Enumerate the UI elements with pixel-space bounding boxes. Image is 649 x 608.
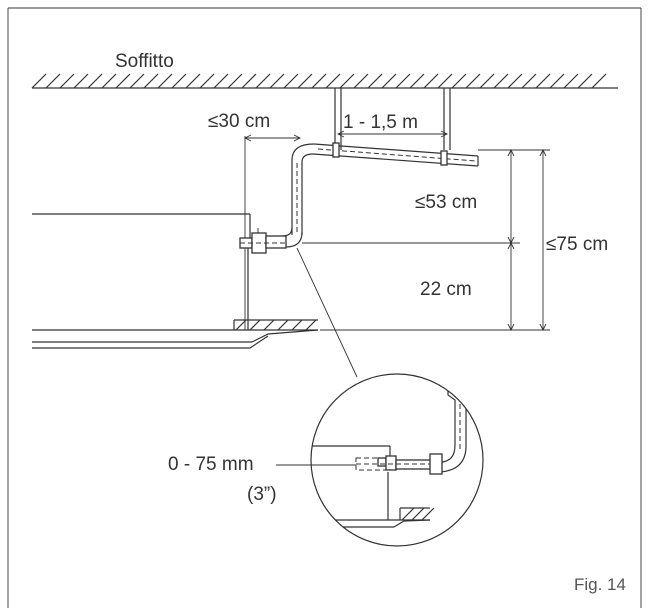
ceiling-hatch-mark [353, 73, 369, 89]
ceiling-hatch-mark [45, 73, 61, 89]
ceiling-hatch-mark [423, 73, 439, 89]
ceiling-hatch-mark [227, 73, 243, 89]
detail-leader [296, 247, 358, 378]
max-rise-label: ≤53 cm [415, 192, 477, 213]
panel-hatch-mark [249, 319, 261, 331]
panel-hatch-mark [235, 319, 247, 331]
ceiling-hatch-mark [493, 73, 509, 89]
max-total-height-label: ≤75 cm [546, 234, 608, 255]
detail-hatch-mark [401, 507, 415, 521]
ceiling-hatch-mark [437, 73, 453, 89]
ceiling-hatch-mark [255, 73, 271, 89]
ceiling-hatch-mark [157, 73, 173, 89]
ceiling-label: Soffitto [115, 51, 174, 72]
ceiling-hatch-mark [409, 73, 425, 89]
ceiling-hatch-mark [479, 73, 495, 89]
ceiling-hatch-mark [171, 73, 187, 89]
ceiling-hatch-mark [283, 73, 299, 89]
unit-height-label: 22 cm [420, 279, 472, 300]
detail-offset-label: 0 - 75 mm [168, 454, 254, 475]
slope-length-dimension [336, 130, 449, 138]
ceiling-hatch-mark [591, 73, 607, 89]
panel-hatch-mark [305, 319, 317, 331]
ceiling-hatch-mark [115, 73, 131, 89]
ceiling-hatch-mark [563, 73, 579, 89]
ceiling-hatch-mark [325, 73, 341, 89]
ceiling-hatch-mark [199, 73, 215, 89]
ceiling-hatch-mark [395, 73, 411, 89]
panel-hatch-mark [263, 319, 275, 331]
ceiling-hatch-mark [101, 73, 117, 89]
detail-offset-inch-label: (3”) [247, 484, 277, 505]
ceiling-hatch-mark [59, 73, 75, 89]
indoor-unit [32, 213, 319, 349]
hanging-rods [334, 88, 451, 150]
ceiling [31, 73, 618, 89]
ceiling-hatch-mark [213, 73, 229, 89]
ceiling-hatch-mark [311, 73, 327, 89]
drain-connection [239, 228, 287, 254]
ceiling-hatch-mark [339, 73, 355, 89]
detail-hatch-mark [421, 507, 435, 521]
ceiling-hatch-mark [185, 73, 201, 89]
ceiling-hatch-mark [367, 73, 383, 89]
ceiling-hatch-mark [297, 73, 313, 89]
ceiling-hatch-mark [507, 73, 523, 89]
detail-hatch-mark [411, 507, 425, 521]
ceiling-hatch-mark [521, 73, 537, 89]
vertical-dimensions [320, 148, 550, 332]
ceiling-hatch-mark [269, 73, 285, 89]
detail-magnifier [310, 373, 484, 547]
drain-pipe [281, 142, 479, 248]
ceiling-hatch-mark [31, 73, 47, 89]
ceiling-hatch-mark [143, 73, 159, 89]
slope-length-label: 1 - 1,5 m [343, 112, 418, 133]
ceiling-hatch-mark [129, 73, 145, 89]
ceiling-hatch-mark [535, 73, 551, 89]
figure-frame [7, 7, 642, 608]
ceiling-hatch-mark [465, 73, 481, 89]
side-distance-dimension [243, 134, 302, 330]
side-distance-label: ≤30 cm [208, 111, 270, 132]
panel-hatch-mark [291, 319, 303, 331]
ceiling-hatch-mark [87, 73, 103, 89]
ceiling-hatch-mark [381, 73, 397, 89]
ceiling-hatch-mark [241, 73, 257, 89]
panel-hatch-mark [277, 319, 289, 331]
figure-number: Fig. 14 [574, 575, 626, 594]
ceiling-hatch-mark [73, 73, 89, 89]
ceiling-hatch-mark [577, 73, 593, 89]
ceiling-hatch-mark [549, 73, 565, 89]
ceiling-hatch-mark [451, 73, 467, 89]
